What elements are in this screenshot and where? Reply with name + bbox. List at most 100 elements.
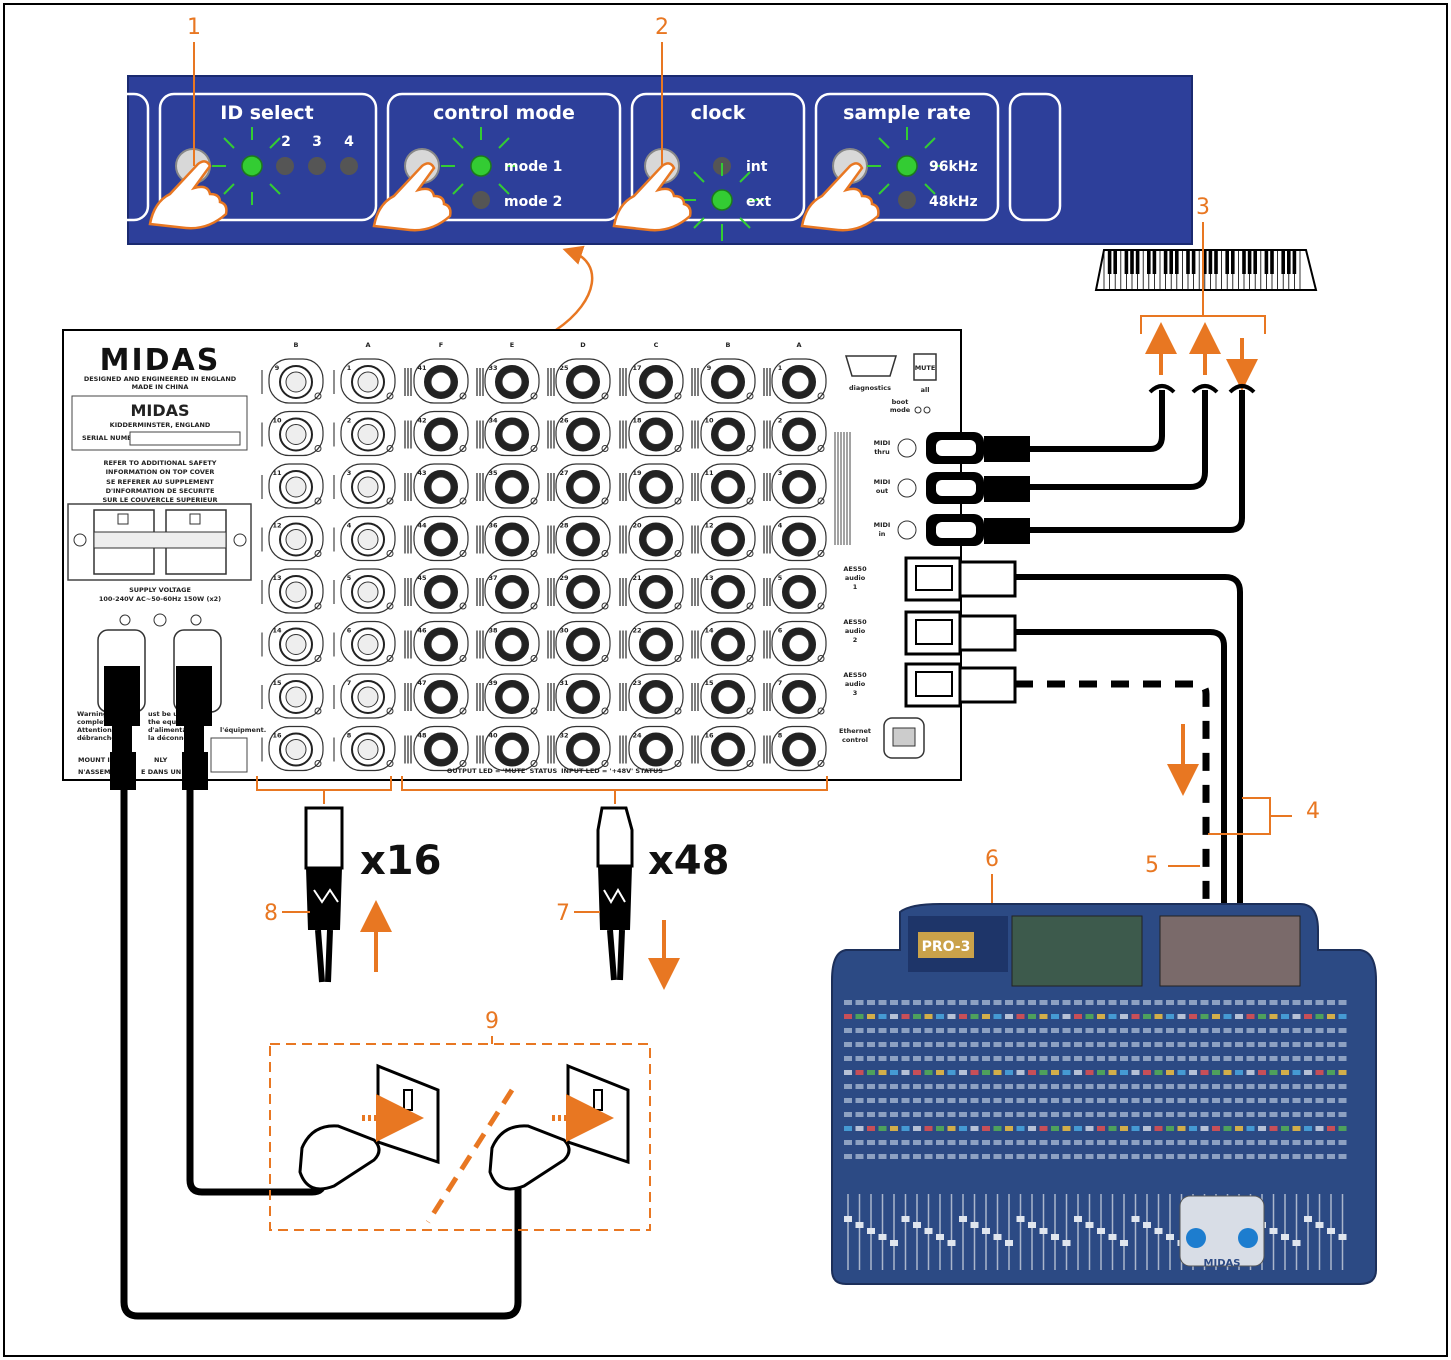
input-connector-number: 8 — [778, 732, 783, 740]
id-label-4: 4 — [344, 134, 354, 150]
callout-1: 1 — [187, 15, 201, 40]
midi-thru-label-2: thru — [874, 448, 890, 456]
pro3-console-image: PRO-3 MIDAS — [831, 903, 1377, 1285]
mute-label: MUTE — [915, 364, 936, 372]
output-connector-number: 12 — [272, 522, 281, 530]
input-connector-number: 17 — [632, 364, 641, 372]
mute-all-button[interactable] — [913, 353, 937, 381]
made-in-text: MADE IN CHINA — [132, 383, 189, 391]
input-connector-number: 45 — [417, 574, 427, 582]
output-connector-number: 10 — [272, 417, 282, 425]
input-connector-number: 40 — [488, 732, 498, 740]
control-panel-strip: ID select 2 3 4 control mode mode 1 mode… — [108, 75, 1193, 245]
id-label-3: 3 — [312, 134, 322, 150]
pro3-badge — [918, 932, 974, 958]
input-connector-number: 30 — [559, 627, 569, 635]
output-connector-number: 15 — [272, 679, 282, 687]
alternative-divider — [425, 1088, 515, 1224]
input-connector-number: 27 — [559, 469, 568, 477]
aes3-label-3: 3 — [853, 689, 858, 697]
midi-in-label: MIDI — [874, 521, 891, 529]
midi-thru-label: MIDI — [874, 439, 891, 447]
rate-48-label: 48kHz — [929, 194, 978, 210]
input-led-status-text: INPUT LED = '+48V' STATUS — [561, 767, 663, 775]
input-multiplier: x48 — [648, 838, 729, 884]
supply-voltage-value: 100-240V AC~50-60Hz 150W (x2) — [99, 595, 221, 603]
finger-press-icon — [372, 162, 452, 232]
callout-7: 7 — [556, 901, 570, 926]
input-connector-number: 3 — [778, 469, 783, 477]
warning-text-6: the equipme — [148, 718, 195, 726]
output-led-status-text: OUTPUT LED = 'MUTE' STATUS — [447, 767, 558, 775]
id-select-title: ID select — [220, 102, 313, 124]
input-connector-number: 13 — [704, 574, 713, 582]
input-connector-number: 41 — [417, 364, 427, 372]
midi-in-label-2: in — [879, 530, 886, 538]
output-connector-number: 5 — [347, 574, 352, 582]
finger-press-icon — [612, 162, 692, 232]
aes50-cables — [904, 556, 1243, 912]
female-xlr-plug-icon — [596, 806, 634, 981]
aes3-label-2: audio — [845, 680, 866, 688]
input-group-header: D — [580, 341, 586, 349]
input-group-header: A — [796, 341, 801, 349]
all-label: all — [921, 386, 930, 394]
warning-text-4: débranché — [77, 734, 116, 742]
warning-text-8: la déconnectio — [148, 734, 202, 742]
input-connector-number: 5 — [778, 574, 783, 582]
output-group-header: B — [294, 341, 299, 349]
input-connector-number: 18 — [632, 417, 642, 425]
wall-outlet-icon — [298, 1063, 440, 1191]
output-connector-number: 9 — [275, 364, 280, 372]
warning-text-7: d'alimentatio — [148, 726, 197, 734]
male-xlr-plug-icon — [304, 806, 344, 983]
callout-4: 4 — [1306, 799, 1320, 824]
warning-text-1: Warning: Ba — [77, 710, 122, 718]
output-connector-number: 14 — [272, 627, 282, 635]
id-led-1 — [241, 155, 263, 177]
zoom-arrow-icon — [555, 245, 594, 332]
output-connector-number: 16 — [272, 732, 282, 740]
mount-text-4: E DANS UN R — [141, 768, 189, 776]
input-connector-number: 10 — [704, 417, 714, 425]
input-connector-number: 2 — [778, 417, 783, 425]
warning-text-9: l'équipment. — [220, 726, 266, 734]
callout-6: 6 — [985, 847, 999, 872]
serial-label: SERIAL NUMBER — [82, 434, 142, 442]
input-bracket — [401, 776, 828, 804]
input-connector-number: 44 — [417, 522, 427, 530]
warning-text-5: ust be unp — [148, 710, 187, 718]
output-connector-number: 4 — [347, 522, 352, 530]
output-connector-number: 3 — [347, 469, 352, 477]
stagebox-rear-panel: MIDAS DESIGNED AND ENGINEERED IN ENGLAND… — [62, 329, 962, 781]
clock-ext-label: ext — [746, 194, 772, 210]
output-connector-number: 2 — [347, 417, 352, 425]
input-connector-number: 25 — [559, 364, 569, 372]
output-connector-number: 1 — [347, 364, 352, 372]
id-led-3 — [308, 157, 326, 175]
output-multiplier: x16 — [360, 838, 441, 884]
mode1-led — [470, 155, 492, 177]
input-group-header: B — [726, 341, 731, 349]
brand-logo-small: MIDAS — [130, 401, 189, 420]
supply-voltage-title: SUPPLY VOLTAGE — [129, 586, 191, 594]
frame — [3, 3, 1448, 1357]
input-connector-number: 33 — [488, 364, 497, 372]
callout-9: 9 — [485, 1009, 499, 1034]
input-connector-number: 26 — [559, 417, 569, 425]
aes1-label-3: 1 — [853, 583, 858, 591]
safety-text-5: SUR LE COUVERCLE SUPERIEUR — [102, 496, 217, 504]
mode1-label: mode 1 — [504, 159, 562, 175]
input-connector-number: 7 — [778, 679, 783, 687]
clock-title: clock — [691, 102, 746, 124]
rate-48-led — [898, 191, 916, 209]
input-connector-number: 9 — [707, 364, 712, 372]
pro3-badge-text: PRO-3 — [922, 939, 971, 955]
brand-logo: MIDAS — [100, 343, 221, 378]
input-connector-number: 15 — [704, 679, 714, 687]
output-bracket — [256, 776, 392, 804]
input-connector-number: 23 — [632, 679, 641, 687]
boot-label: boot — [892, 398, 909, 406]
callout-3: 3 — [1196, 195, 1210, 220]
id-label-2: 2 — [281, 134, 291, 150]
